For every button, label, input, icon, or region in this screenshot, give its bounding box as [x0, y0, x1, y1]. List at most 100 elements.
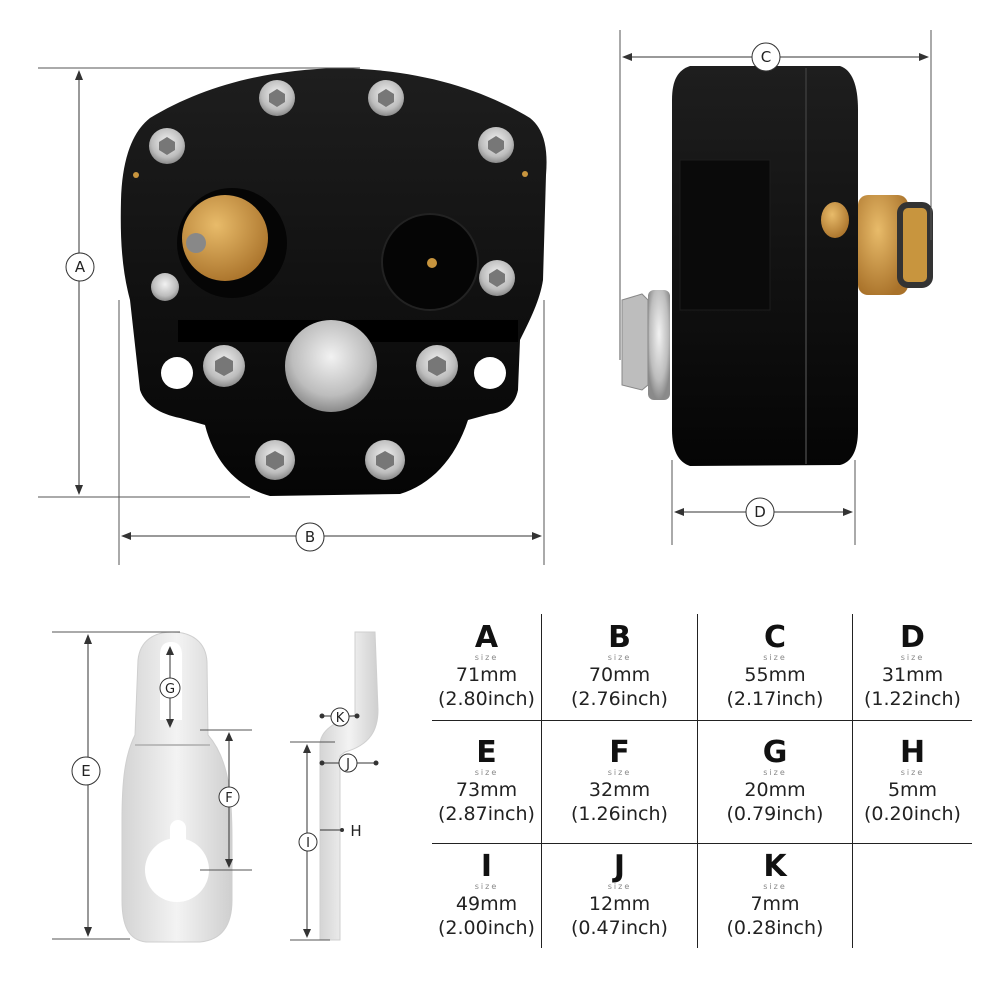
- spec-size-caption: size: [474, 882, 499, 891]
- bracket-side-view: [319, 631, 379, 941]
- spec-inch-value: (0.20inch): [864, 803, 961, 825]
- svg-text:E: E: [81, 762, 90, 780]
- spec-inch-value: (2.76inch): [571, 688, 668, 710]
- dim-label-h: H: [350, 822, 361, 840]
- spec-size-caption: size: [763, 882, 787, 891]
- spec-letter: C: [763, 620, 787, 655]
- svg-text:G: G: [165, 682, 175, 697]
- svg-text:H: H: [350, 822, 361, 840]
- spec-mm-value: 20mm: [744, 779, 806, 801]
- dimension-lines: [38, 30, 932, 941]
- spec-letter: D: [900, 620, 925, 655]
- bracket-profile: [319, 631, 379, 941]
- dim-label-d: D: [745, 497, 775, 527]
- spec-size-caption: size: [763, 768, 787, 777]
- dim-label-f: F: [218, 786, 240, 808]
- dim-label-k: K: [330, 707, 350, 727]
- spec-mm-value: 12mm: [588, 893, 651, 915]
- bolt-icon: [149, 128, 185, 164]
- side-knob-icon: [821, 195, 933, 295]
- spec-inch-value: (0.79inch): [726, 803, 824, 825]
- spec-cell-empty: [853, 844, 972, 948]
- spec-letter: E: [476, 735, 497, 770]
- spec-inch-value: (0.47inch): [571, 917, 668, 939]
- svg-text:B: B: [305, 528, 315, 546]
- bolt-icon: [478, 127, 514, 163]
- spec-letter: A: [474, 620, 499, 655]
- svg-text:K: K: [336, 711, 345, 726]
- spec-size-caption: size: [763, 653, 787, 662]
- spec-letter: H: [899, 735, 926, 770]
- spec-mm-value: 32mm: [588, 779, 651, 801]
- shaft-nut-icon: [621, 290, 670, 400]
- spec-mm-value: 55mm: [744, 664, 806, 686]
- svg-text:I: I: [306, 836, 310, 851]
- spec-inch-value: (1.26inch): [571, 803, 668, 825]
- bolt-icon: [203, 345, 245, 387]
- bolt-icon: [255, 440, 295, 480]
- dim-label-j: J: [338, 753, 358, 773]
- spec-letter: G: [762, 735, 788, 770]
- bolt-icon: [479, 260, 515, 296]
- damper-body-front: [120, 68, 547, 496]
- dim-label-g: G: [159, 677, 181, 699]
- spec-size-caption: size: [607, 882, 632, 891]
- spec-letter: K: [763, 849, 787, 884]
- damper-front-view: [120, 68, 547, 496]
- svg-text:D: D: [754, 503, 766, 521]
- spec-inch-value: (2.80inch): [438, 688, 535, 710]
- spec-inch-value: (2.87inch): [438, 803, 535, 825]
- svg-text:F: F: [225, 791, 232, 806]
- spec-size-caption: size: [474, 768, 499, 777]
- center-shaft-icon: [285, 320, 377, 412]
- mount-hole: [161, 357, 193, 389]
- dim-label-c: C: [751, 42, 781, 72]
- bolt-icon: [151, 273, 179, 301]
- spec-letter: I: [480, 849, 493, 884]
- spec-size-caption: size: [900, 653, 925, 662]
- spec-inch-value: (1.22inch): [864, 688, 961, 710]
- spec-inch-value: (0.28inch): [726, 917, 824, 939]
- spec-inch-value: (2.00inch): [438, 917, 535, 939]
- bolt-icon: [259, 80, 295, 116]
- spec-letter: B: [608, 620, 631, 655]
- spec-size-caption: size: [900, 768, 925, 777]
- spec-mm-value: 31mm: [881, 664, 944, 686]
- spec-size-caption: size: [607, 653, 632, 662]
- spec-mm-value: 7mm: [750, 893, 800, 915]
- spec-mm-value: 71mm: [455, 664, 518, 686]
- spec-letter: J: [613, 849, 626, 884]
- reservoir-cap-icon: [381, 213, 479, 311]
- damper-side-view: [621, 66, 933, 466]
- dim-label-i: I: [298, 832, 318, 852]
- spec-mm-value: 70mm: [588, 664, 651, 686]
- spec-mm-value: 5mm: [887, 779, 938, 801]
- bolt-icon: [365, 440, 405, 480]
- spec-mm-value: 49mm: [455, 893, 518, 915]
- svg-text:C: C: [761, 48, 771, 66]
- spec-size-caption: size: [474, 653, 499, 662]
- bolt-icon: [368, 80, 404, 116]
- svg-text:A: A: [75, 258, 86, 276]
- adjust-knob-icon: [177, 188, 287, 298]
- spec-size-caption: size: [607, 768, 632, 777]
- spec-mm-value: 73mm: [455, 779, 518, 801]
- dim-label-e: E: [71, 756, 101, 786]
- dim-label-a: A: [65, 252, 95, 282]
- dim-label-b: B: [295, 522, 325, 552]
- spec-inch-value: (2.17inch): [726, 688, 824, 710]
- svg-text:J: J: [345, 757, 350, 772]
